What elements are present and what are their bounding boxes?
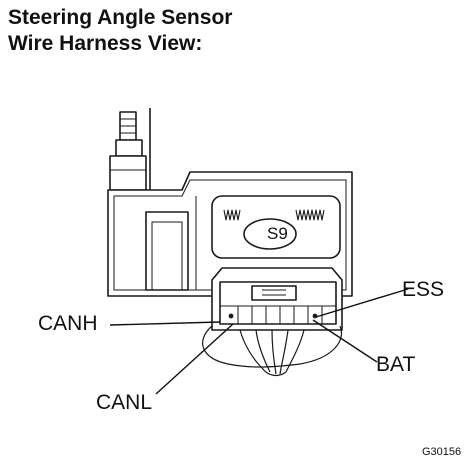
wire-bundle	[202, 325, 342, 377]
connector-id-plate	[211, 195, 341, 259]
pin-label-ess: ESS	[402, 278, 445, 301]
canh-leader	[109, 321, 221, 326]
connector-code-label: S9	[267, 224, 288, 243]
pin-label-canh: CANH	[38, 312, 98, 335]
figure-code: G30156	[422, 446, 462, 458]
title-line-2: Wire Harness View:	[8, 32, 203, 55]
sensor-post	[109, 108, 151, 191]
canl-leader	[155, 323, 234, 395]
pin-label-canl: CANL	[96, 391, 153, 414]
pin-label-bat: BAT	[376, 353, 416, 376]
title-line-1: Steering Angle Sensor	[8, 6, 233, 29]
bat-leader	[312, 319, 378, 363]
ess-leader	[315, 288, 409, 318]
connector-body	[211, 267, 343, 331]
